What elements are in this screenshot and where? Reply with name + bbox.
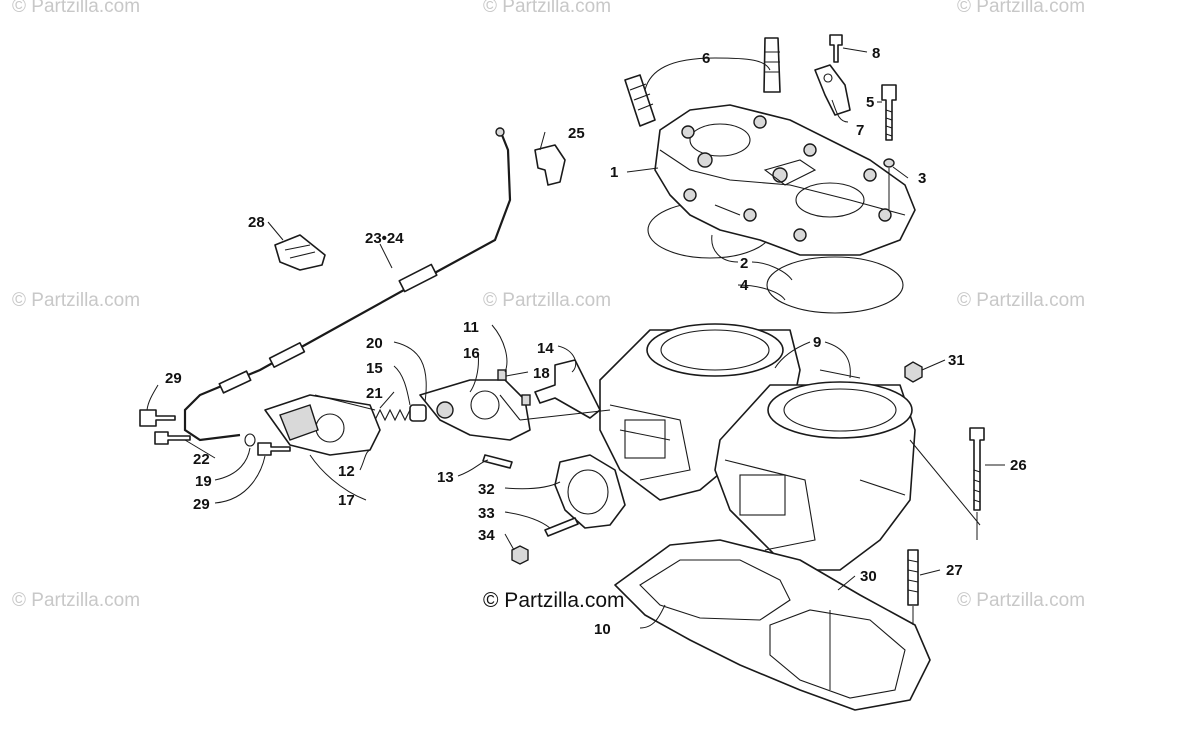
spring-21 bbox=[374, 408, 411, 422]
bolt-29a bbox=[139, 409, 176, 427]
stud-27 bbox=[907, 549, 919, 606]
valve-14 bbox=[534, 359, 601, 419]
callout-14: 14 bbox=[537, 340, 554, 357]
bolt-13 bbox=[482, 454, 513, 469]
watermark-bottom-right: © Partzilla.com bbox=[957, 590, 1085, 611]
bolt-29b bbox=[257, 442, 291, 456]
callouts: 1 2 3 4 5 6 7 8 9 10 11 12 13 14 15 16 1… bbox=[165, 45, 1027, 638]
spark-plugs bbox=[624, 37, 781, 127]
callout-21: 21 bbox=[366, 385, 383, 402]
clip-25 bbox=[534, 144, 566, 186]
watermark-mid-center: © Partzilla.com bbox=[483, 290, 611, 311]
callout-26: 26 bbox=[1010, 457, 1027, 474]
callout-23-24: 23•24 bbox=[365, 230, 404, 247]
stud-33 bbox=[544, 517, 579, 537]
callout-3: 3 bbox=[918, 170, 926, 187]
watermark-mid-right: © Partzilla.com bbox=[957, 290, 1085, 311]
base-gasket bbox=[614, 539, 931, 711]
callout-10: 10 bbox=[594, 621, 611, 638]
callout-6: 6 bbox=[702, 50, 710, 67]
callout-5: 5 bbox=[866, 94, 874, 111]
cylinders bbox=[599, 323, 916, 571]
callout-15: 15 bbox=[366, 360, 383, 377]
callout-19: 19 bbox=[195, 473, 212, 490]
callout-17: 17 bbox=[338, 492, 355, 509]
callout-12: 12 bbox=[338, 463, 355, 480]
bolt-8 bbox=[829, 34, 843, 63]
callout-28: 28 bbox=[248, 214, 265, 231]
watermarks: © Partzilla.com © Partzilla.com © Partzi… bbox=[12, 0, 1085, 611]
valve-cover-12 bbox=[264, 394, 381, 456]
callout-34: 34 bbox=[478, 527, 495, 544]
callout-27: 27 bbox=[946, 562, 963, 579]
oring-19 bbox=[244, 433, 256, 447]
clip-28 bbox=[274, 234, 326, 271]
spark-plug-left bbox=[624, 74, 656, 127]
head-bolts bbox=[829, 34, 897, 168]
callout-8: 8 bbox=[872, 45, 880, 62]
watermark-top-center: © Partzilla.com bbox=[483, 0, 611, 17]
callout-2: 2 bbox=[740, 255, 748, 272]
callout-16: 16 bbox=[463, 345, 480, 362]
callout-30: 30 bbox=[860, 568, 877, 585]
exhaust-gasket-32 bbox=[554, 454, 626, 529]
watermark-top-left: © Partzilla.com bbox=[12, 0, 140, 17]
leader-lines bbox=[146, 47, 1005, 690]
washer-3 bbox=[883, 158, 895, 168]
callout-25: 25 bbox=[568, 125, 585, 142]
nut-31 bbox=[904, 361, 923, 383]
callout-32: 32 bbox=[478, 481, 495, 498]
nut-34 bbox=[511, 545, 529, 565]
callout-20: 20 bbox=[366, 335, 383, 352]
watermark-bottom-left: © Partzilla.com bbox=[12, 590, 140, 611]
watermark-mid-left: © Partzilla.com bbox=[12, 290, 140, 311]
watermark-top-right: © Partzilla.com bbox=[957, 0, 1085, 17]
callout-31: 31 bbox=[948, 352, 965, 369]
cover-body-17 bbox=[279, 404, 319, 441]
valve-housing-16 bbox=[419, 379, 531, 441]
callout-18: 18 bbox=[533, 365, 550, 382]
lifting-bracket bbox=[814, 64, 851, 116]
callout-9: 9 bbox=[813, 334, 821, 351]
callout-4: 4 bbox=[740, 277, 749, 294]
piston-20 bbox=[409, 404, 427, 422]
control-cable bbox=[183, 127, 512, 442]
head-gasket-right bbox=[766, 256, 904, 314]
callout-11: 11 bbox=[463, 319, 479, 336]
callout-29-bottom: 29 bbox=[193, 496, 210, 513]
callout-13: 13 bbox=[437, 469, 454, 486]
callout-1: 1 bbox=[610, 164, 618, 181]
callout-22: 22 bbox=[193, 451, 210, 468]
bolt-22 bbox=[154, 431, 191, 445]
copyright-text: © Partzilla.com bbox=[483, 589, 625, 612]
pin-18 bbox=[497, 369, 507, 381]
callout-29-top: 29 bbox=[165, 370, 182, 387]
cylinder-head bbox=[654, 104, 916, 256]
callout-7: 7 bbox=[856, 122, 864, 139]
bolt-26 bbox=[969, 427, 985, 511]
bolt-5 bbox=[881, 84, 897, 141]
callout-33: 33 bbox=[478, 505, 495, 522]
